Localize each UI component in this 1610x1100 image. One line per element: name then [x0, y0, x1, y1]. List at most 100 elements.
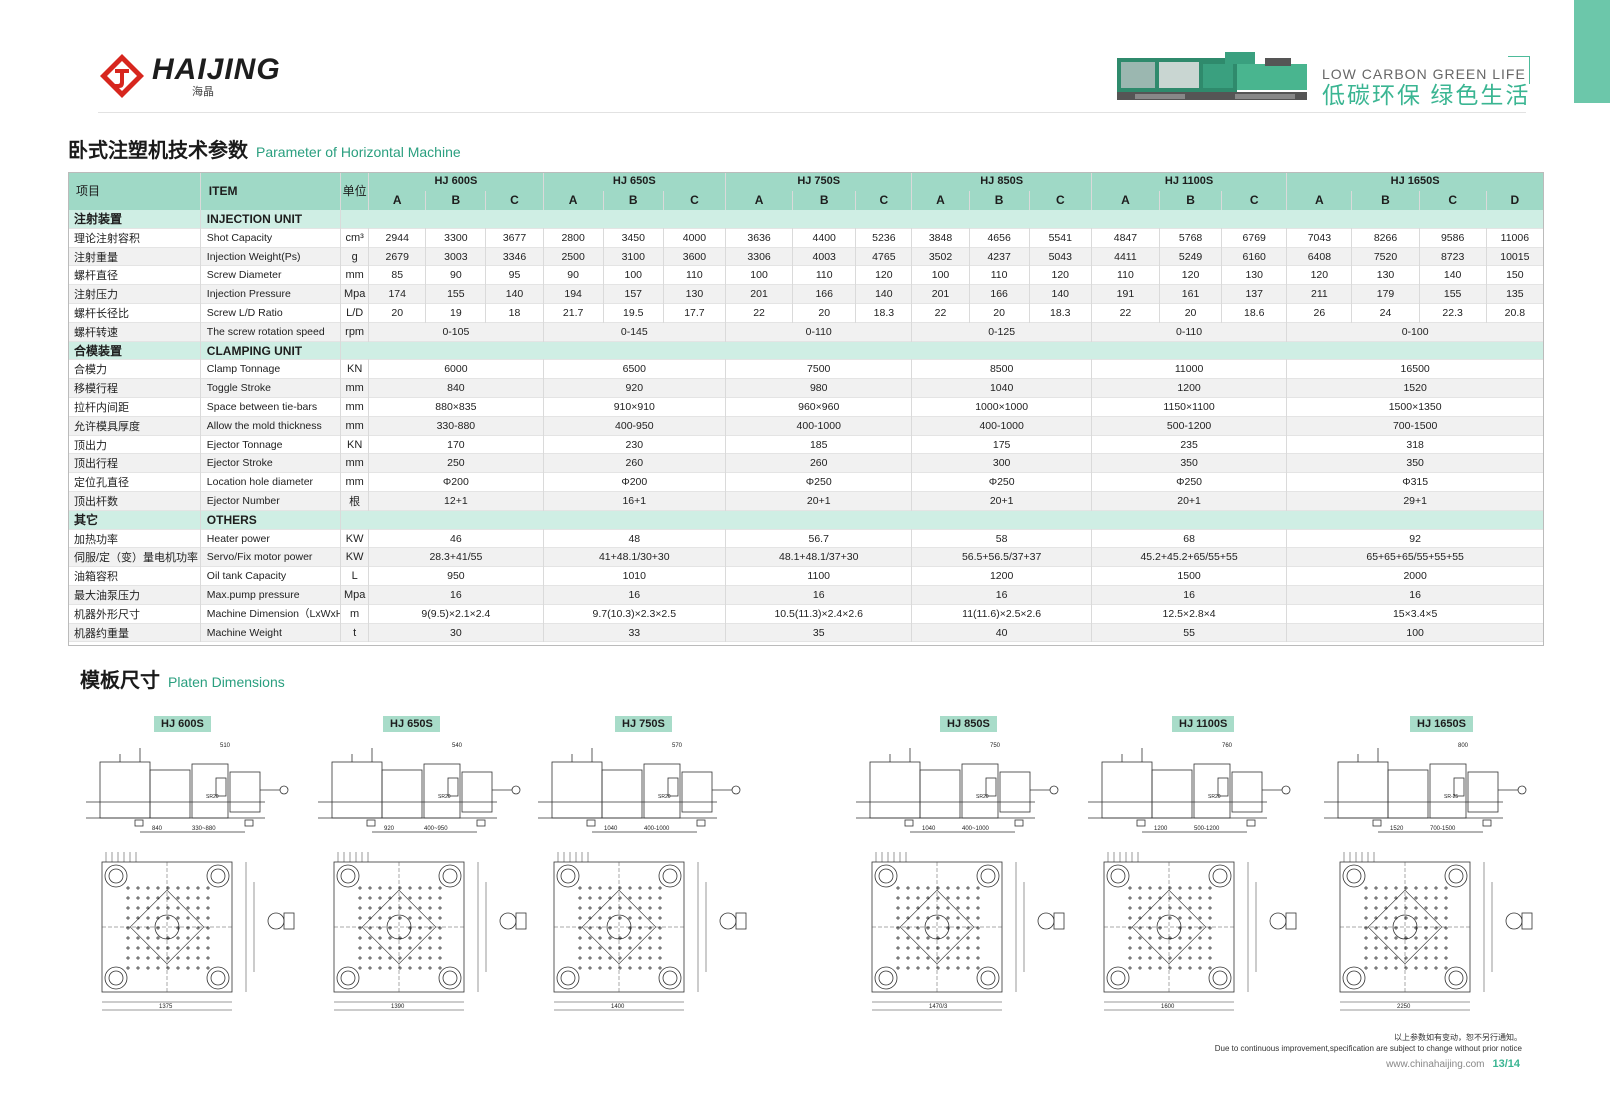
- platen-label: HJ 600S: [154, 716, 211, 732]
- table-cell: 22: [1091, 303, 1161, 323]
- param-name-cn: 理论注射容积: [68, 228, 201, 248]
- table-cell: 201: [725, 284, 794, 304]
- table-cell: 0-100: [1286, 322, 1544, 342]
- header-divider: [98, 112, 1526, 113]
- table-cell: 30: [368, 623, 544, 642]
- table-cell: 2944: [368, 228, 427, 248]
- table-cell: 5236: [855, 228, 913, 248]
- table-cell: 120: [855, 265, 913, 285]
- table-cell: Φ200: [368, 472, 544, 492]
- model-header: HJ 1100S: [1091, 172, 1288, 191]
- table-cell: 11(11.6)×2.5×2.6: [911, 604, 1092, 624]
- table-cell: 48.1+48.1/37+30: [725, 547, 913, 567]
- table-cell: 35: [725, 623, 913, 642]
- table-cell: 9.7(10.3)×2.3×2.5: [543, 604, 727, 624]
- param-name-cn: 螺杆直径: [68, 265, 201, 285]
- table-cell: 3100: [603, 247, 664, 266]
- param-unit: mm: [340, 453, 370, 473]
- table-cell: 4765: [855, 247, 913, 266]
- table-cell: 16: [1286, 585, 1544, 605]
- table-cell: 211: [1286, 284, 1353, 304]
- svg-text:SR20: SR20: [658, 794, 671, 800]
- table-cell: 2800: [543, 228, 604, 248]
- notice-cn: 以上参数如有变动，恕不另行通知。: [1394, 1033, 1522, 1042]
- variant-header: C: [855, 190, 913, 210]
- table-cell: 0-105: [368, 322, 544, 342]
- haijing-logo-icon: [100, 54, 144, 98]
- table-cell: 16: [543, 585, 727, 605]
- param-name-en: Machine Dimension（LxWxH）: [200, 604, 342, 624]
- brand-logo[interactable]: HAIJING 海晶: [98, 52, 281, 100]
- table-cell: 3450: [603, 228, 664, 248]
- variant-header: B: [1159, 190, 1223, 210]
- table-cell: 1500×1350: [1286, 397, 1544, 417]
- param-name-cn: 拉杆内间距: [68, 397, 201, 417]
- section-title-en: CLAMPING UNIT: [200, 341, 342, 360]
- table-cell: 920: [543, 378, 727, 398]
- param-name-cn: 定位孔直径: [68, 472, 201, 492]
- section-title-cn: 注射装置: [68, 209, 201, 229]
- table-cell: 6160: [1221, 247, 1288, 266]
- table-cell: 5043: [1029, 247, 1092, 266]
- table-cell: 1000×1000: [911, 397, 1092, 417]
- svg-text:1400: 1400: [611, 1004, 625, 1010]
- table-cell: 55: [1091, 623, 1288, 642]
- spec-title-cn: 卧式注塑机技术参数: [68, 140, 248, 162]
- param-name-cn: 加热功率: [68, 529, 201, 548]
- table-cell: 26: [1286, 303, 1353, 323]
- table-cell: 45.2+45.2+65/55+55: [1091, 547, 1288, 567]
- table-cell: 12+1: [368, 491, 544, 511]
- svg-text:840: 840: [152, 826, 163, 832]
- table-cell: 0-145: [543, 322, 727, 342]
- table-cell: 0-110: [1091, 322, 1288, 342]
- table-cell: 46: [368, 529, 544, 548]
- platen-label: HJ 1100S: [1172, 716, 1235, 732]
- table-cell: 90: [425, 265, 487, 285]
- table-cell: 2500: [543, 247, 604, 266]
- header-item-en: ITEM: [200, 172, 342, 210]
- variant-header: C: [1221, 190, 1288, 210]
- header-item-cn: 项目: [68, 172, 201, 210]
- table-cell: 3677: [485, 228, 544, 248]
- svg-text:1040: 1040: [604, 826, 618, 832]
- section-title-cn: 合模装置: [68, 341, 201, 360]
- param-name-cn: 最大油泵压力: [68, 585, 201, 605]
- website-link[interactable]: www.chinahaijing.com: [1386, 1058, 1485, 1070]
- table-cell: 1520: [1286, 378, 1544, 398]
- param-name-en: Oil tank Capacity: [200, 566, 342, 586]
- table-cell: Φ200: [543, 472, 727, 492]
- table-cell: 10015: [1486, 247, 1545, 266]
- table-cell: 22.3: [1419, 303, 1487, 323]
- table-cell: 6500: [543, 359, 727, 379]
- param-unit: KN: [340, 359, 370, 379]
- param-name-en: Screw L/D Ratio: [200, 303, 342, 323]
- table-cell: 19.5: [603, 303, 664, 323]
- table-cell: 41+48.1/30+30: [543, 547, 727, 567]
- table-cell: 58: [911, 529, 1092, 548]
- svg-text:400~950: 400~950: [424, 826, 448, 832]
- param-name-en: Toggle Stroke: [200, 378, 342, 398]
- table-cell: 260: [725, 453, 913, 473]
- svg-text:330~880: 330~880: [192, 826, 216, 832]
- variant-header: A: [911, 190, 970, 210]
- table-cell: 1010: [543, 566, 727, 586]
- platen-label: HJ 1650S: [1410, 716, 1473, 732]
- table-cell: 150: [1486, 265, 1545, 285]
- svg-text:SR20: SR20: [976, 794, 989, 800]
- table-cell: 4847: [1091, 228, 1161, 248]
- table-cell: 8500: [911, 359, 1092, 379]
- svg-text:570: 570: [672, 743, 683, 749]
- param-unit: m: [340, 604, 370, 624]
- model-header: HJ 850S: [911, 172, 1092, 191]
